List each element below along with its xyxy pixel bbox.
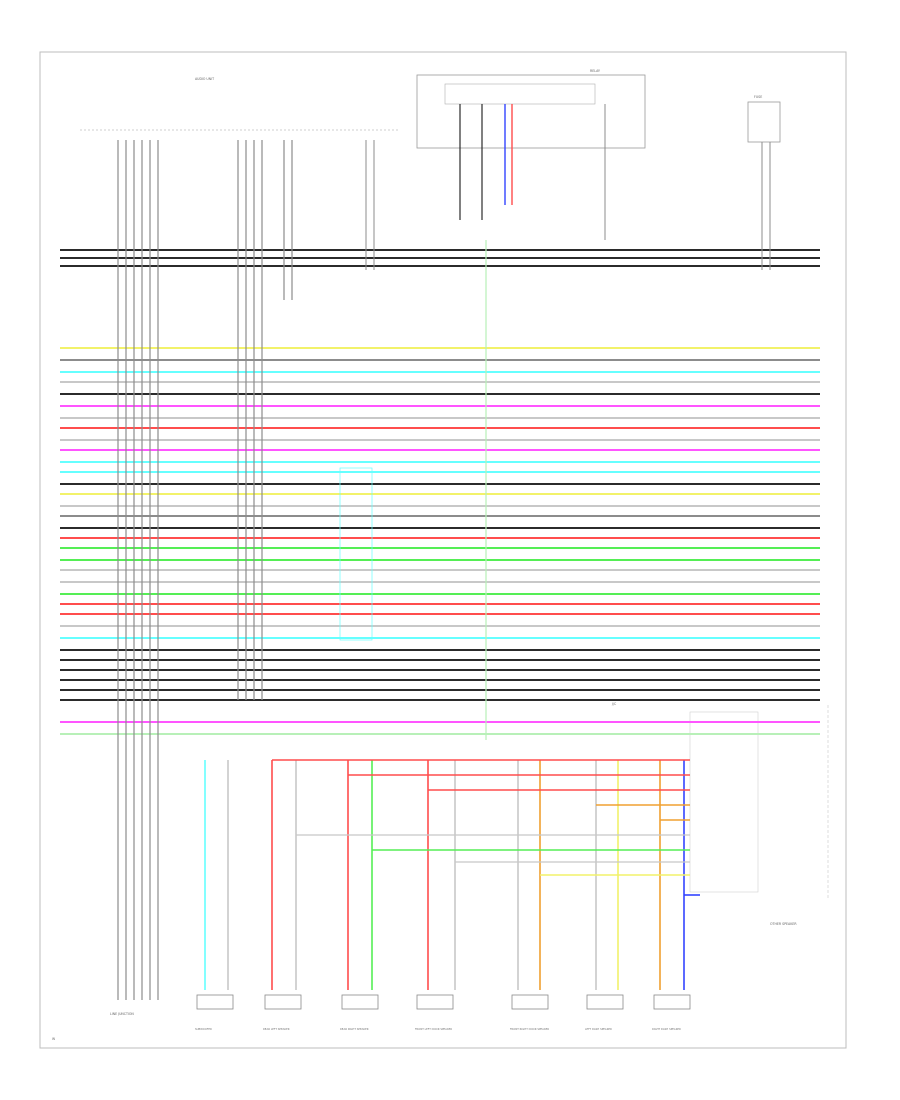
junction-connector-box [689, 711, 759, 893]
speaker-body [264, 994, 302, 1010]
right-note: OTHER SPEAKER [770, 922, 797, 926]
speaker-subwoofer: SUBWOOFER [195, 994, 234, 1031]
speaker-body [653, 994, 691, 1010]
audio-unit-label: AUDIO UNIT [195, 77, 214, 81]
speaker-rear-right: REAR RIGHT SPEAKER [340, 994, 379, 1031]
speaker-label: SUBWOOFER [195, 1027, 212, 1031]
speaker-body [586, 994, 624, 1010]
line-junction-label: LINE JUNCTION [110, 1012, 134, 1016]
speaker-left-dash: LEFT DASH SPEAKER [585, 994, 624, 1031]
speaker-body [511, 994, 549, 1010]
relay-block [416, 74, 646, 149]
speaker-label: LEFT DASH SPEAKER [585, 1027, 612, 1031]
footer-id: W [52, 1037, 56, 1041]
speaker-label: FRONT RIGHT DOOR SPEAKER [510, 1027, 549, 1031]
speaker-front-left-door: FRONT LEFT DOOR SPEAKER [415, 994, 454, 1031]
jumper-box [339, 467, 373, 641]
diagram-border [39, 51, 847, 1049]
speaker-label: REAR RIGHT SPEAKER [340, 1027, 369, 1031]
speaker-body [341, 994, 379, 1010]
speaker-rear-left: REAR LEFT SPEAKER [263, 994, 302, 1031]
speaker-label: RIGHT DASH SPEAKER [652, 1027, 681, 1031]
speaker-right-dash: RIGHT DASH SPEAKER [652, 994, 691, 1031]
speaker-body [196, 994, 234, 1010]
junction-connector-label: J/C [611, 702, 617, 706]
vertical-wire-group [117, 104, 771, 1000]
relay-label: RELAY [590, 69, 600, 73]
wire-group [60, 249, 820, 990]
speaker-label: REAR LEFT SPEAKER [263, 1027, 290, 1031]
fuse-box [747, 101, 781, 143]
speaker-group: SUBWOOFER REAR LEFT SPEAKER REAR RIGHT SPE… [195, 994, 691, 1031]
relay-inner [444, 83, 596, 105]
speaker-label: FRONT LEFT DOOR SPEAKER [415, 1027, 452, 1031]
fuse-label: FUSE [754, 95, 762, 99]
speaker-front-right-door: FRONT RIGHT DOOR SPEAKER [510, 994, 549, 1031]
speaker-body [416, 994, 454, 1010]
